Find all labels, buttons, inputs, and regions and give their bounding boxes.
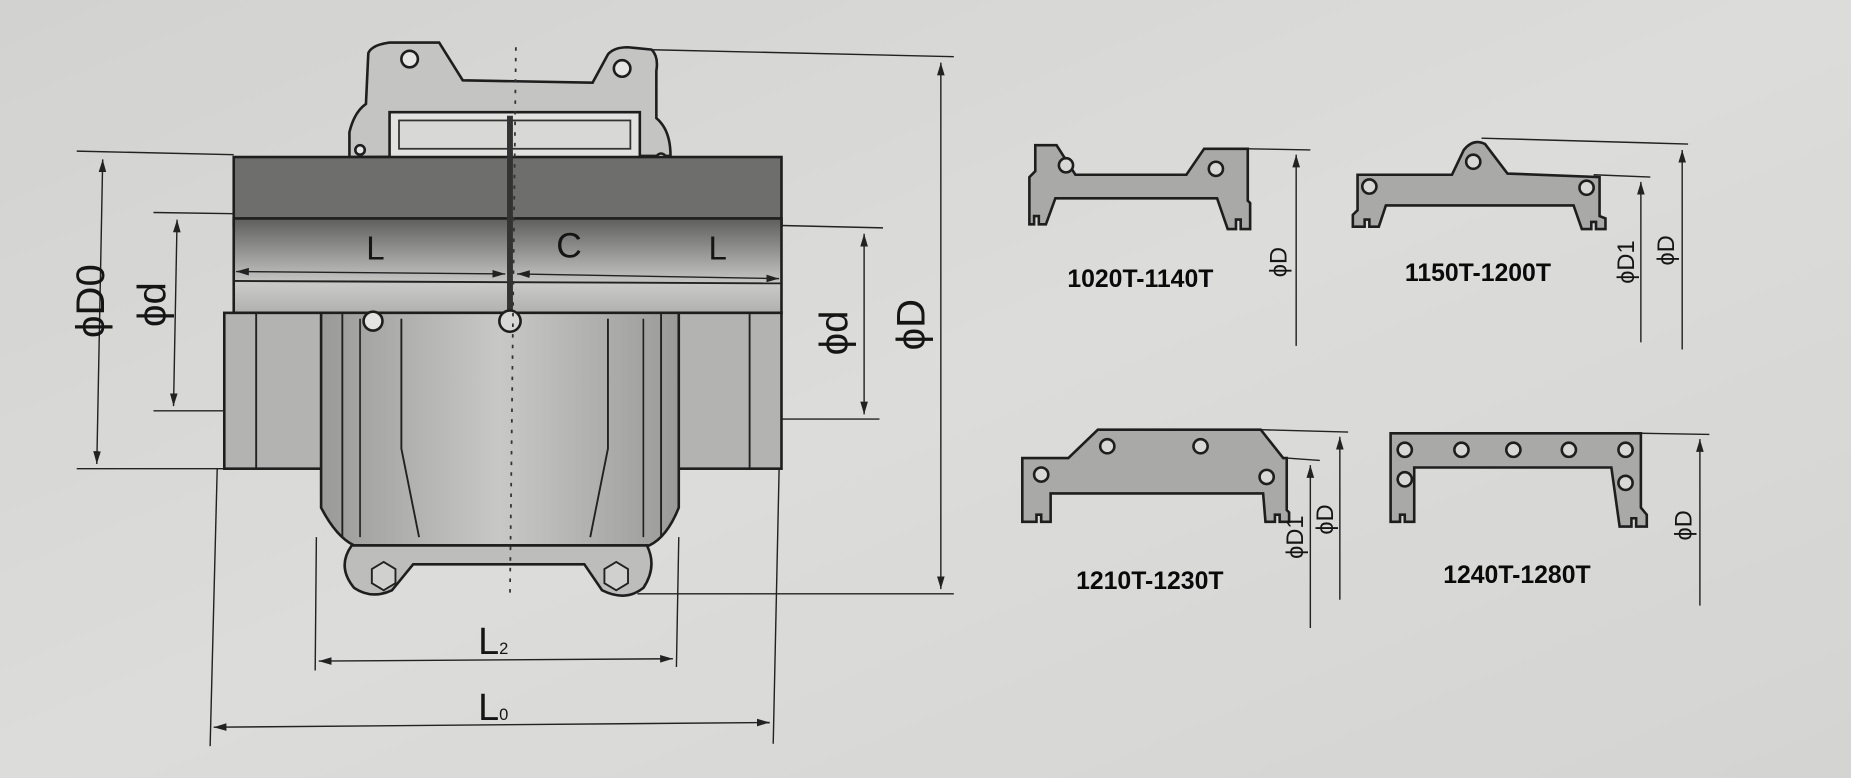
centerline — [509, 47, 517, 597]
dim-label: ϕD — [1313, 504, 1339, 534]
grid-coupling-section — [222, 41, 783, 597]
bottom-bracket — [343, 544, 653, 597]
dim-label: ϕD1 — [1614, 240, 1640, 283]
cover-variant-1240T-1280T: ϕD 1240T-1280T — [1389, 431, 1710, 606]
hex-bolt-icon — [603, 560, 629, 592]
label-L-left: L — [366, 231, 384, 268]
variant-label: 1020T-1140T — [1067, 266, 1213, 293]
cover-variant-1150T-1200T: ϕD1 ϕD 1150T-1200T — [1351, 137, 1689, 350]
cover-variant-1020T-1140T: ϕD 1020T-1140T — [1028, 143, 1311, 346]
dim-label: ϕD — [1267, 247, 1293, 277]
hex-bolt-icon — [370, 560, 397, 592]
dim-label: ϕD — [1654, 235, 1680, 265]
label-L0: L0 — [478, 687, 508, 729]
label-phi-d-right: ϕd — [812, 311, 857, 356]
variant-label: 1150T-1200T — [1405, 260, 1551, 287]
label-phi-D: ϕD — [888, 299, 933, 350]
variant-label: 1210T-1230T — [1076, 568, 1223, 595]
label-C: C — [556, 225, 582, 265]
label-L2: L2 — [478, 621, 508, 663]
dim-label: ϕD1 — [1283, 515, 1309, 558]
label-phi-D0: ϕD0 — [68, 264, 113, 338]
bracket-hole — [612, 58, 632, 79]
label-L-right: L — [709, 231, 727, 268]
dimension-lines — [76, 48, 954, 747]
variant-label: 1240T-1280T — [1443, 562, 1590, 589]
bracket-hole — [400, 49, 420, 69]
cover-variant-1210T-1230T: ϕD1 ϕD 1210T-1230T — [1021, 428, 1349, 629]
label-phi-d-left: ϕd — [129, 282, 174, 327]
bracket-hole — [354, 143, 367, 156]
dim-label: ϕD — [1672, 510, 1698, 540]
cover-sleeve — [319, 311, 681, 547]
